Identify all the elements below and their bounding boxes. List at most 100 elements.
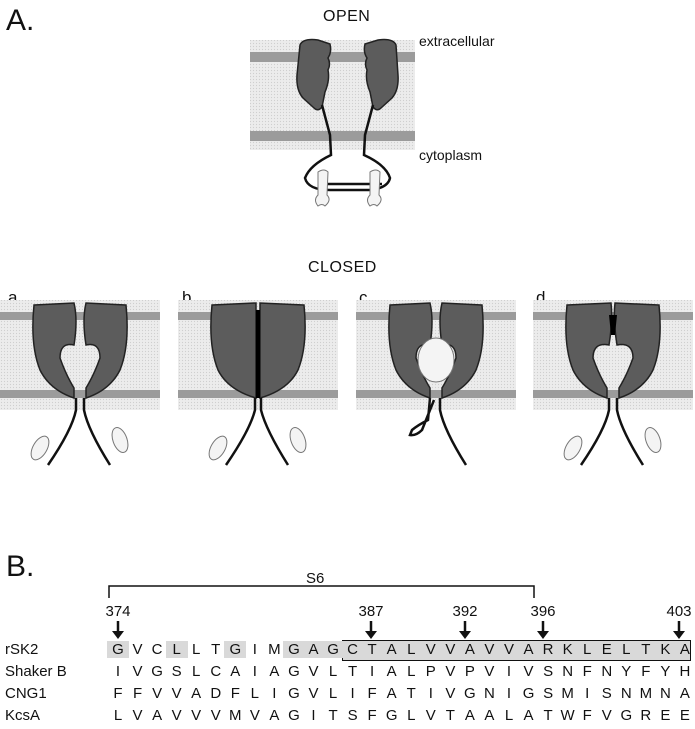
position-arrows	[112, 621, 685, 639]
residue: I	[272, 685, 277, 702]
position-403: 403	[666, 603, 692, 620]
residue: V	[445, 685, 456, 702]
panel-a-letter: A.	[6, 4, 35, 37]
residue: L	[192, 663, 201, 680]
residue: S	[347, 707, 358, 724]
sequence-name: CNG1	[5, 685, 47, 702]
closed-title: CLOSED	[308, 259, 377, 276]
residue: F	[132, 685, 143, 702]
closed-diagram-c	[356, 300, 516, 466]
residue: A	[269, 663, 280, 680]
residue: L	[165, 641, 188, 658]
residue: S	[543, 685, 554, 702]
residue: R	[542, 641, 554, 658]
residue: L	[328, 663, 338, 680]
residue: I	[506, 685, 512, 702]
residue: C	[347, 641, 359, 658]
residue: A	[464, 641, 475, 658]
position-392: 392	[452, 603, 478, 620]
residue: V	[171, 685, 182, 702]
cytoplasm-label: cytoplasm	[419, 147, 483, 163]
residue: L	[407, 641, 416, 658]
residue: Y	[660, 663, 671, 680]
residue: I	[115, 663, 121, 680]
residue: L	[113, 707, 123, 724]
closed-channel-diagrams	[0, 300, 693, 466]
residue: S	[601, 685, 612, 702]
s6-bracket	[108, 585, 535, 598]
residue: G	[288, 685, 300, 702]
closed-label-a: a	[8, 288, 18, 307]
closed-diagram-a	[0, 300, 160, 466]
left-subunit	[296, 38, 332, 111]
residue: C	[151, 641, 163, 658]
extracellular-label: extracellular	[419, 33, 495, 49]
residue: K	[660, 641, 671, 658]
closed-label-c: c	[359, 288, 368, 307]
residue: L	[504, 707, 514, 724]
residue: S	[171, 663, 182, 680]
residue: L	[622, 641, 631, 658]
residue: F	[641, 663, 651, 680]
residue: M	[229, 707, 242, 724]
residue: A	[523, 707, 534, 724]
residue: V	[210, 707, 221, 724]
panel-b-letter: B.	[6, 550, 35, 583]
residue: Y	[621, 663, 632, 680]
residue: V	[132, 663, 143, 680]
residue: G	[522, 685, 535, 702]
residue: N	[659, 685, 671, 702]
residue: A	[152, 707, 163, 724]
residue: I	[428, 685, 433, 702]
residue: H	[679, 663, 691, 680]
residue: F	[582, 707, 592, 724]
residue: G	[322, 641, 345, 658]
residue: A	[523, 641, 534, 658]
residue: M	[639, 685, 653, 702]
closed-diagram-b	[178, 300, 338, 466]
residue: G	[224, 641, 247, 658]
outer-leaflet	[250, 52, 415, 62]
residue: F	[367, 707, 377, 724]
residue: G	[385, 707, 398, 724]
residue: A	[464, 707, 475, 724]
residue: D	[210, 685, 222, 702]
residue: A	[269, 707, 280, 724]
sequence-name: rSK2	[5, 641, 39, 658]
right-subunit	[363, 38, 399, 111]
residue: A	[191, 685, 202, 702]
residue: P	[464, 663, 475, 680]
closed-label-b: b	[182, 288, 192, 307]
residue: V	[152, 685, 163, 702]
closed-diagram-d	[533, 300, 693, 466]
residue: N	[620, 685, 632, 702]
position-396: 396	[530, 603, 556, 620]
residue: G	[107, 641, 129, 658]
residue: T	[406, 685, 416, 702]
residue: F	[367, 685, 377, 702]
position-374: 374	[105, 603, 131, 620]
residue: M	[268, 641, 281, 658]
open-channel-diagram	[250, 38, 415, 207]
residue: A	[484, 707, 495, 724]
residue: T	[328, 707, 338, 724]
residue: A	[679, 641, 690, 658]
left-cam-domain	[315, 169, 330, 207]
residue: V	[132, 641, 143, 658]
residue: E	[660, 707, 671, 724]
residue: N	[484, 685, 495, 702]
residue: I	[350, 685, 355, 702]
residue: I	[252, 663, 257, 680]
residue: N	[562, 663, 574, 680]
residue: M	[561, 685, 574, 702]
residue: G	[620, 707, 633, 724]
residue: R	[640, 707, 652, 724]
residue: T	[445, 707, 455, 724]
residue: V	[425, 641, 436, 658]
residue: I	[252, 641, 257, 658]
residue: A	[386, 685, 397, 702]
residue: V	[484, 663, 495, 680]
residue: W	[560, 707, 575, 724]
residue: V	[484, 641, 495, 658]
residue: A	[386, 663, 397, 680]
